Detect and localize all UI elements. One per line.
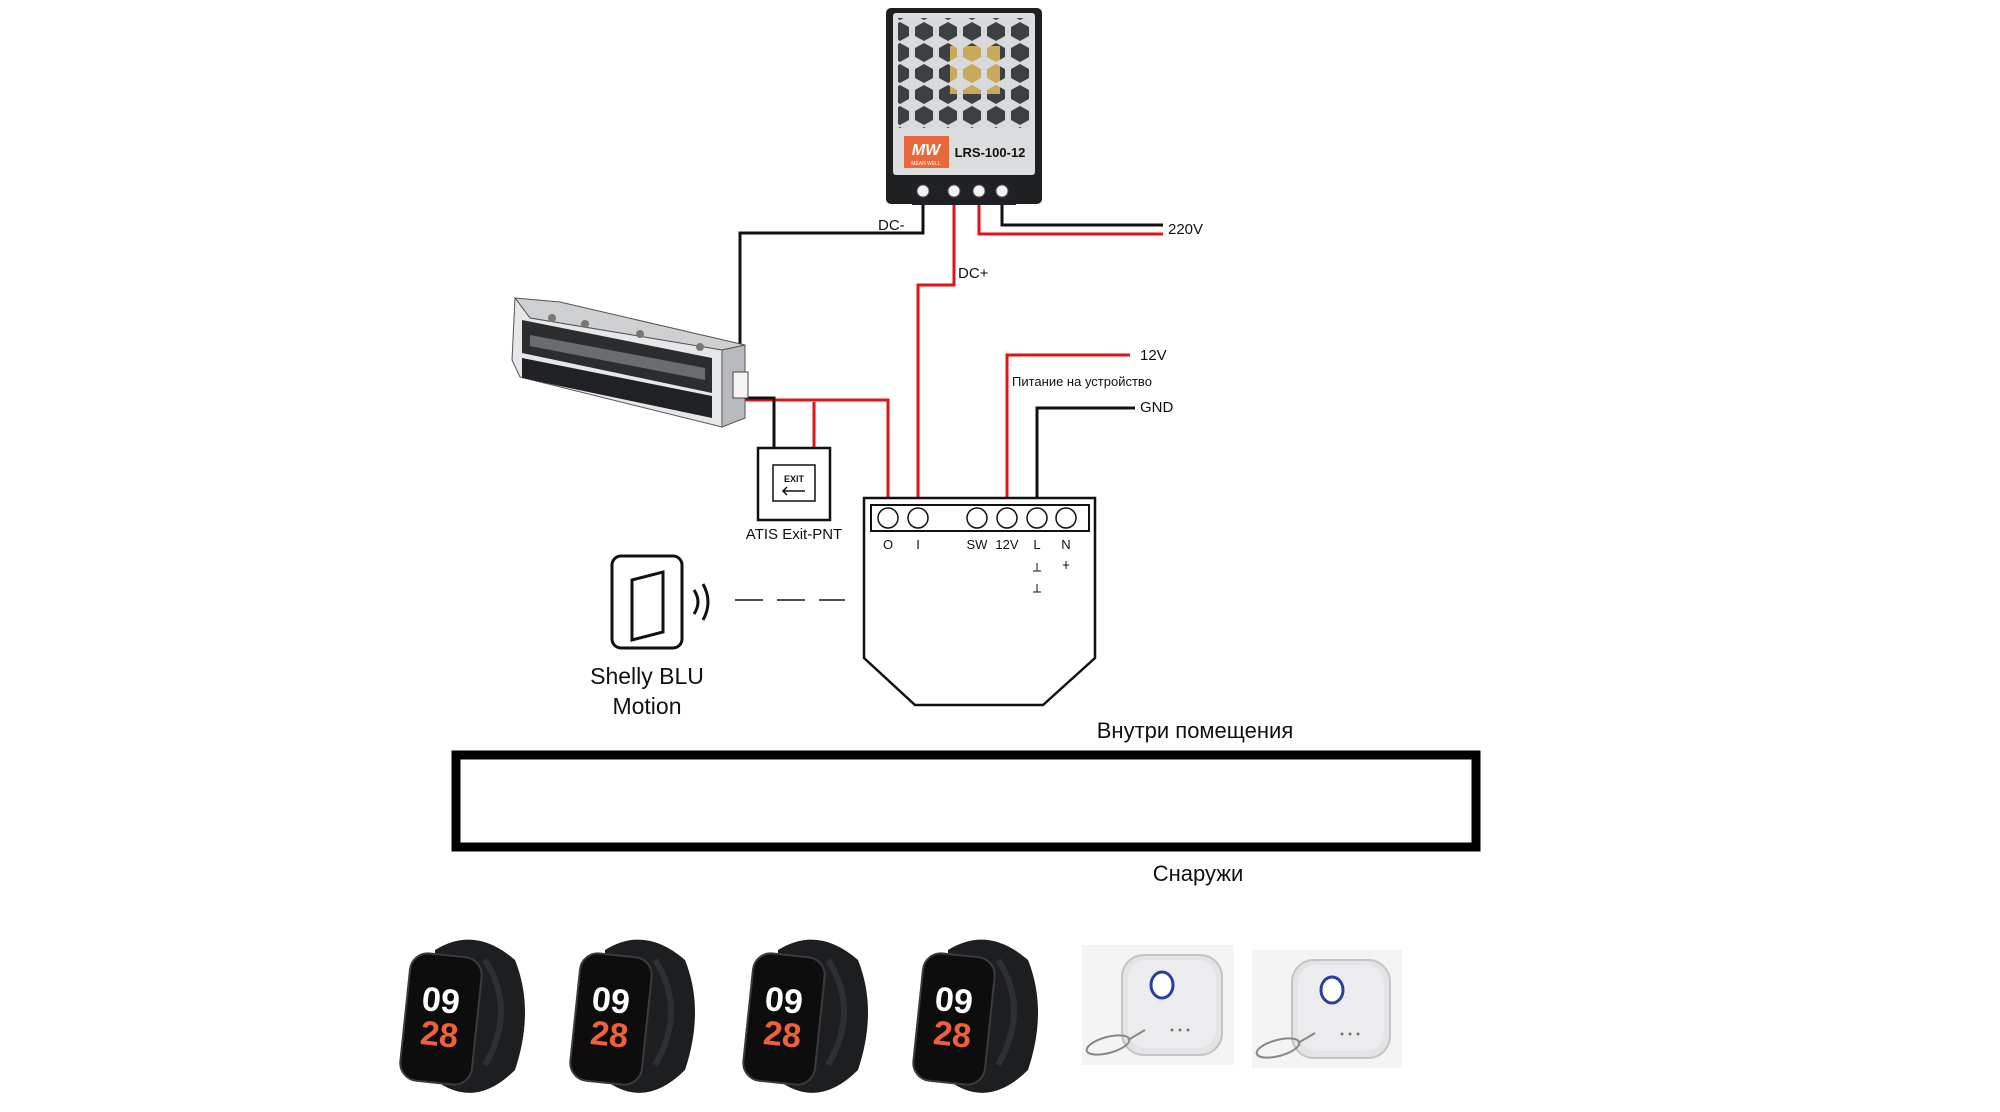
wire-gnd xyxy=(1035,406,1135,497)
band-time-hour: 09 xyxy=(590,980,632,1022)
psu-brand-sub: MEAN WELL xyxy=(911,161,941,167)
ble-button-2 xyxy=(1252,950,1402,1068)
relay-terminal-sw xyxy=(966,507,988,529)
band-time-hour: 09 xyxy=(933,980,975,1022)
relay-label-i: I xyxy=(916,537,920,552)
relay-label-12v: 12V xyxy=(995,537,1018,552)
relay-label-n: N xyxy=(1061,537,1070,552)
psu-vent-highlight xyxy=(950,46,1000,94)
band-time-minute: 28 xyxy=(419,1014,461,1056)
psu-terminal-1 xyxy=(916,184,930,198)
ble-button-1-ring xyxy=(1149,970,1175,1000)
band-strap-inner xyxy=(482,958,504,1067)
relay-terminal-l xyxy=(1026,507,1048,529)
wire-dc-minus xyxy=(738,190,925,370)
band-strap-inner xyxy=(825,958,847,1067)
relay-terminal-n xyxy=(1055,507,1077,529)
psu-terminal-4 xyxy=(995,184,1009,198)
label-12v: 12V xyxy=(1140,347,1167,364)
signal-wave-inner xyxy=(692,589,700,615)
relay-terminal-o xyxy=(877,507,899,529)
relay-earth-marks xyxy=(1033,561,1069,593)
band-screen xyxy=(742,952,826,1086)
relay-terminal-12v xyxy=(996,507,1018,529)
psu-brand-plate xyxy=(904,136,949,168)
lock-terminal xyxy=(732,371,749,399)
label-gnd: GND xyxy=(1140,399,1174,416)
ble-button-2-ring xyxy=(1319,975,1345,1005)
psu-terminal-2 xyxy=(947,184,961,198)
band-strap-inner xyxy=(652,958,674,1067)
relay-label-sw: SW xyxy=(967,537,989,552)
label-dc-minus: DC- xyxy=(878,217,905,234)
band-time-minute: 28 xyxy=(589,1014,631,1056)
signal-wave-outer xyxy=(701,583,710,621)
band-time-minute: 28 xyxy=(762,1014,804,1056)
zone-outside-label: Снаружи xyxy=(1153,861,1244,886)
psu-brand: MW xyxy=(912,142,942,159)
wire-dc-plus xyxy=(916,190,956,497)
psu-model: LRS-100-12 xyxy=(955,145,1026,160)
relay-label-o: O xyxy=(883,537,893,552)
exit-button: EXIT xyxy=(756,446,832,522)
ble-button-1 xyxy=(1082,945,1234,1065)
zone-inside-label: Внутри помещения xyxy=(1097,718,1294,743)
magnetic-lock xyxy=(511,296,749,428)
power-supply: MW MEAN WELL LRS-100-12 xyxy=(886,8,1042,205)
band-screen xyxy=(912,952,996,1086)
door-wall xyxy=(451,750,1481,852)
exit-button-caption: ATIS Exit-PNT xyxy=(746,526,842,543)
band-time-minute: 28 xyxy=(932,1014,974,1056)
wire-12v-supply xyxy=(1005,353,1130,497)
exit-face-text: EXIT xyxy=(784,474,805,484)
band-screen xyxy=(569,952,653,1086)
band-screen xyxy=(399,952,483,1086)
label-220v: 220V xyxy=(1168,221,1203,238)
ble-buttons xyxy=(1082,945,1402,1068)
relay-module: O I SW 12V L N xyxy=(862,496,1097,707)
relay-label-l: L xyxy=(1033,537,1040,552)
band-time-hour: 09 xyxy=(763,980,805,1022)
motion-sensor xyxy=(610,554,710,650)
label-power-to-device: Питание на устройство xyxy=(1012,374,1152,389)
wire-lock-to-relay-o xyxy=(730,398,890,497)
band-strap-inner xyxy=(995,958,1017,1067)
motion-sensor-caption-2: Motion xyxy=(612,693,681,719)
motion-sensor-caption-1: Shelly BLU xyxy=(590,663,704,689)
band-time-hour: 09 xyxy=(420,980,462,1022)
relay-terminal-i xyxy=(907,507,929,529)
psu-terminal-3 xyxy=(972,184,986,198)
label-dc-plus: DC+ xyxy=(958,265,989,282)
